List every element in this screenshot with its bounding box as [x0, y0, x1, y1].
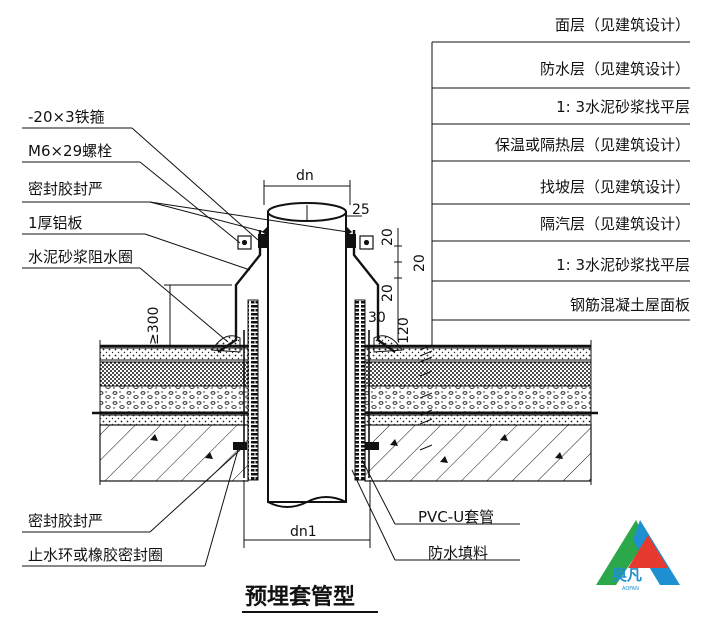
label-slope-layer: 找坡层（见建筑设计）	[540, 178, 690, 196]
dim-dn1: dn1	[290, 524, 317, 540]
label-waterproof-layer: 防水层（见建筑设计）	[540, 60, 690, 78]
label-aluminium-plate: 1厚铝板	[28, 214, 83, 232]
dim-20c: 20	[380, 284, 396, 302]
dim-20a: 20	[380, 228, 396, 246]
label-pvc-sleeve: PVC-U套管	[418, 508, 494, 526]
dim-30: 30	[368, 310, 386, 326]
label-screed-layer-bottom: 1: 3水泥砂浆找平层	[556, 256, 690, 274]
dim-300: ≥300	[146, 307, 162, 345]
label-concrete-slab: 钢筋混凝土屋面板	[570, 296, 690, 314]
right-leaders: 面层（见建筑设计） 防水层（见建筑设计） 1: 3水泥砂浆找平层 保温或隔热层（…	[419, 16, 690, 451]
dim-20b: 20	[412, 254, 428, 272]
label-waterproof-filler: 防水填料	[428, 544, 488, 562]
label-bolt: M6×29螺栓	[28, 142, 112, 160]
dimensions: dn dn1 25 ≥300 20 20 20 30 120	[146, 168, 428, 548]
pipe-assembly	[211, 202, 403, 508]
label-screed-layer-top: 1: 3水泥砂浆找平层	[556, 98, 690, 116]
logo-subtext: AOFAN	[622, 586, 639, 592]
bottom-leaders: 密封胶封严 止水环或橡胶密封圈 PVC-U套管 防水填料	[22, 449, 520, 567]
dim-dn: dn	[296, 168, 314, 184]
label-insulation-layer: 保温或隔热层（见建筑设计）	[495, 136, 690, 154]
roof-layers	[92, 340, 598, 485]
dim-25: 25	[352, 202, 370, 218]
label-mortar-ring: 水泥砂浆阻水圈	[28, 248, 133, 266]
label-iron-band: -20×3铁箍	[28, 108, 105, 126]
logo-text: 奥凡	[612, 566, 642, 584]
dim-120: 120	[396, 317, 412, 344]
label-vapour-barrier: 隔汽层（见建筑设计）	[540, 215, 690, 233]
label-sealant-bottom: 密封胶封严	[28, 512, 103, 530]
label-surface-layer: 面层（见建筑设计）	[555, 16, 690, 34]
brand-logo: 奥凡 AOFAN	[596, 520, 680, 592]
label-water-stop-ring: 止水环或橡胶密封圈	[28, 546, 163, 564]
label-sealant-top: 密封胶封严	[28, 180, 103, 198]
diagram-title: 预埋套管型	[245, 584, 355, 610]
left-leaders: -20×3铁箍 M6×29螺栓 密封胶封严 1厚铝板 水泥砂浆阻水圈	[22, 108, 349, 343]
